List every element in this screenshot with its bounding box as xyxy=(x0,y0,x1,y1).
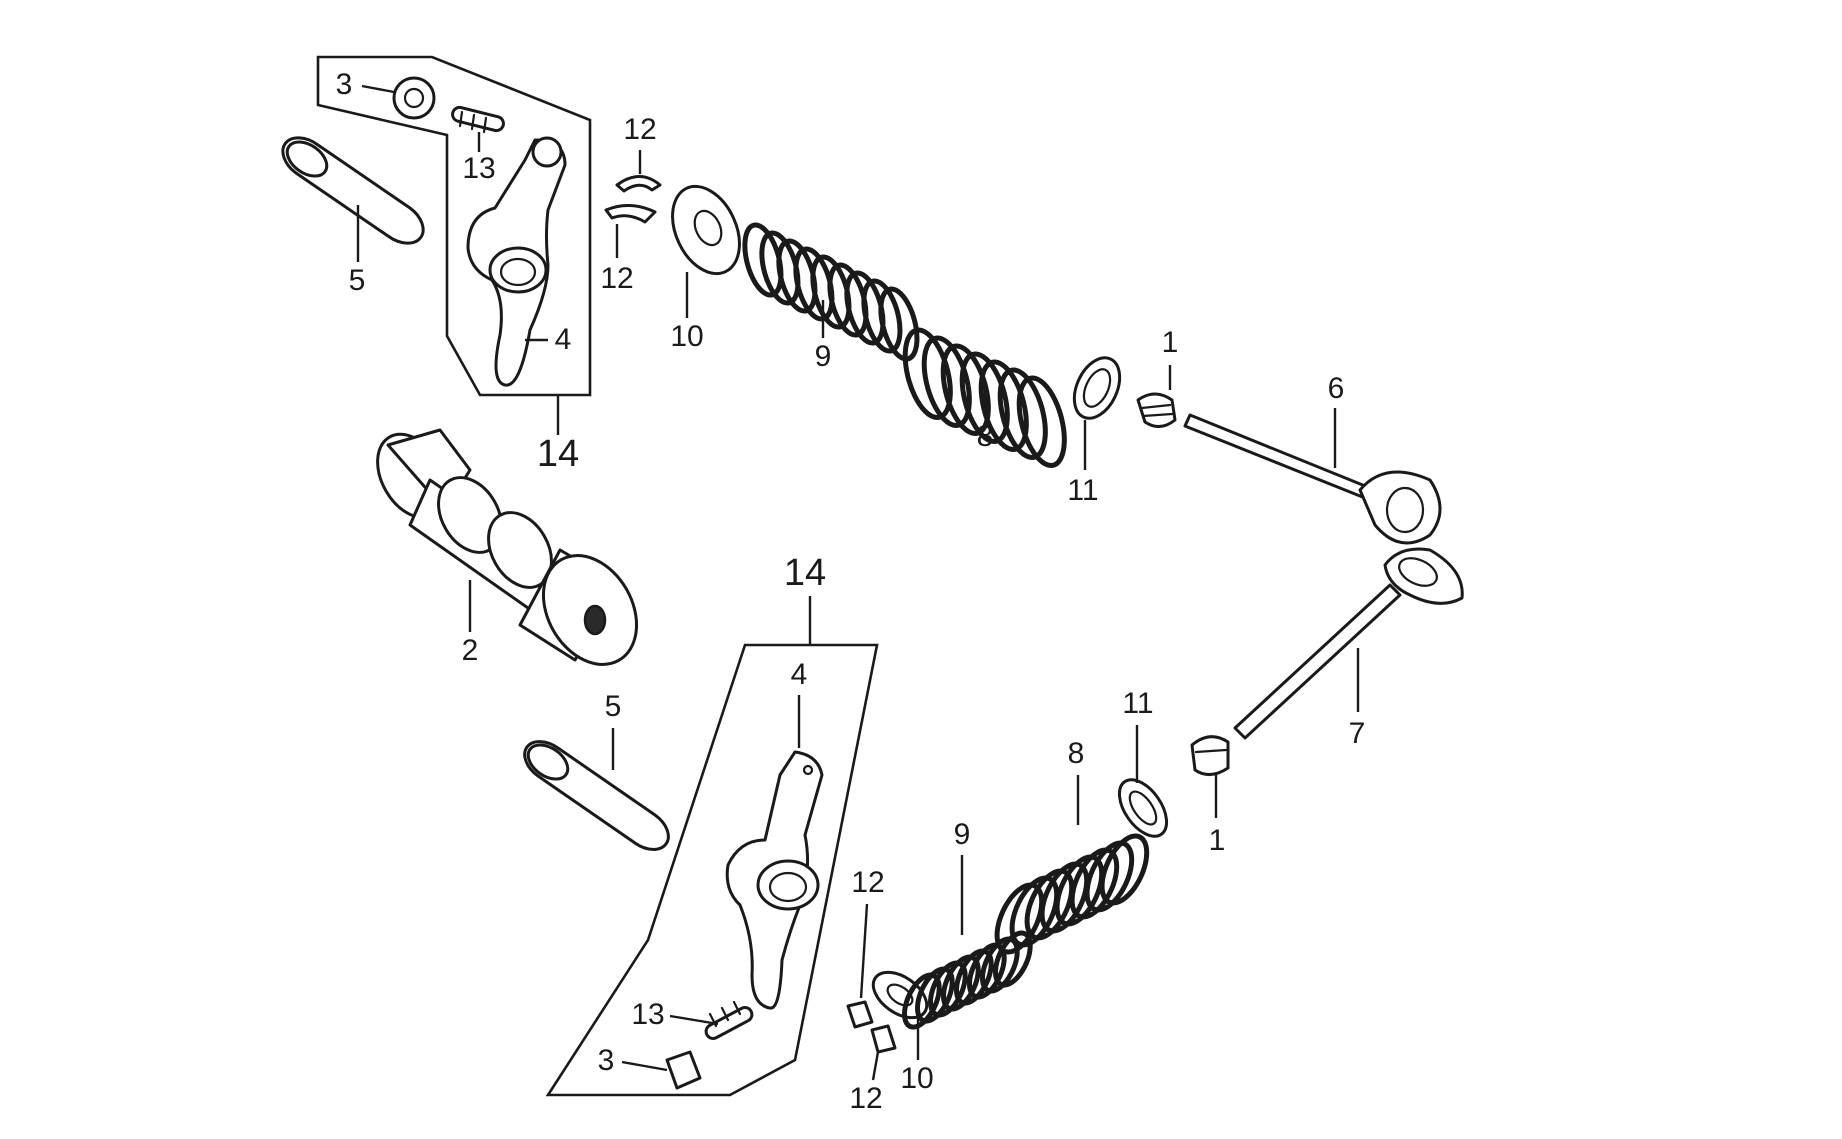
callout-seal-bottom: 1 xyxy=(1209,824,1226,857)
callout-assembly-bottom: 14 xyxy=(784,552,826,594)
callout-retainer-bottom: 10 xyxy=(900,1062,933,1095)
callout-spring-seat-top: 11 xyxy=(1067,474,1098,507)
spring-retainer-part xyxy=(671,184,741,276)
callout-shaft-top: 5 xyxy=(349,264,366,297)
adjuster-screw-part xyxy=(704,1000,754,1040)
spring-seat-part xyxy=(1117,778,1169,838)
exhaust-valve-part xyxy=(1233,547,1464,740)
adjuster-screw-part xyxy=(451,105,505,134)
callout-shaft-bottom: 5 xyxy=(605,690,622,723)
outer-valve-spring-part xyxy=(902,327,1067,468)
outer-valve-spring-part xyxy=(994,833,1150,955)
callout-rocker-bottom: 4 xyxy=(791,658,808,691)
callout-spring-seat-bottom: 11 xyxy=(1122,687,1153,720)
leader-line xyxy=(859,903,869,999)
rocker-assembly-outline-top xyxy=(316,55,592,397)
valve-stem-seal-part xyxy=(1190,735,1230,776)
callout-inner-spring-bottom: 9 xyxy=(954,818,971,851)
callout-outer-spring-bottom: 8 xyxy=(1068,737,1085,770)
callout-valve-top: 6 xyxy=(1328,372,1345,405)
leader-line xyxy=(361,84,395,94)
spring-retainer-part xyxy=(871,970,929,1020)
rocker-nut-part xyxy=(392,76,436,120)
callout-outer-spring-top: 8 xyxy=(977,420,994,453)
rocker-shaft-part xyxy=(523,740,670,851)
valve-cotter-upper-part xyxy=(846,1000,874,1029)
valve-stem-seal-part xyxy=(1136,392,1177,428)
valve-cotter-lower-part xyxy=(604,204,657,224)
callout-camshaft: 2 xyxy=(462,634,479,667)
callout-adjuster-top: 13 xyxy=(462,152,495,185)
callout-cotter-lower-top: 12 xyxy=(600,262,633,295)
rocker-assembly-outline-bottom xyxy=(545,643,879,1097)
leader-line xyxy=(669,1014,719,1026)
rocker-arm-part xyxy=(466,136,567,387)
inner-valve-spring-part xyxy=(902,930,1033,1030)
callout-rocker-top: 4 xyxy=(555,323,572,356)
rocker-nut-part xyxy=(665,1050,702,1090)
valve-cotter-upper-part xyxy=(615,175,662,193)
callout-adjuster-bottom: 13 xyxy=(631,998,664,1031)
callout-nut-top: 3 xyxy=(336,68,353,101)
camshaft-part xyxy=(376,428,639,666)
spring-seat-part xyxy=(1072,356,1122,420)
callout-cotter-upper-bottom: 12 xyxy=(851,866,884,899)
intake-valve-part xyxy=(1183,413,1442,545)
leader-line xyxy=(871,1051,880,1081)
callout-cotter-lower-bottom: 12 xyxy=(849,1082,882,1115)
callout-retainer-top: 10 xyxy=(670,320,703,353)
rocker-shaft-part xyxy=(281,136,425,245)
callout-assembly-top: 14 xyxy=(537,433,579,475)
inner-valve-spring-part xyxy=(742,222,920,362)
callout-cotter-upper-top: 12 xyxy=(623,113,656,146)
callout-nut-bottom: 3 xyxy=(598,1044,615,1077)
callout-seal-top: 1 xyxy=(1162,326,1179,359)
callout-valve-bottom: 7 xyxy=(1349,717,1366,750)
callout-inner-spring-top: 9 xyxy=(815,340,832,373)
valve-cotter-lower-part xyxy=(870,1024,897,1054)
rocker-arm-part xyxy=(725,750,824,1010)
leader-line xyxy=(621,1060,668,1072)
